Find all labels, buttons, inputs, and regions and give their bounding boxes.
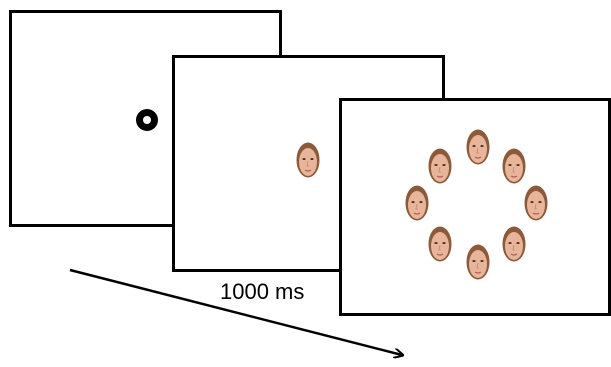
target-face-image xyxy=(296,142,320,178)
fixation-target-icon xyxy=(136,109,158,131)
search-face-image xyxy=(502,226,526,262)
time-arrow-line xyxy=(69,268,402,355)
search-face-image xyxy=(405,185,429,221)
search-face-image xyxy=(466,129,490,165)
search-face-image xyxy=(466,244,490,280)
search-face-image xyxy=(524,185,548,221)
search-face-image xyxy=(502,148,526,184)
duration-label: 1000 ms xyxy=(220,279,305,304)
search-face-image xyxy=(428,148,452,184)
search-face-image xyxy=(428,226,452,262)
